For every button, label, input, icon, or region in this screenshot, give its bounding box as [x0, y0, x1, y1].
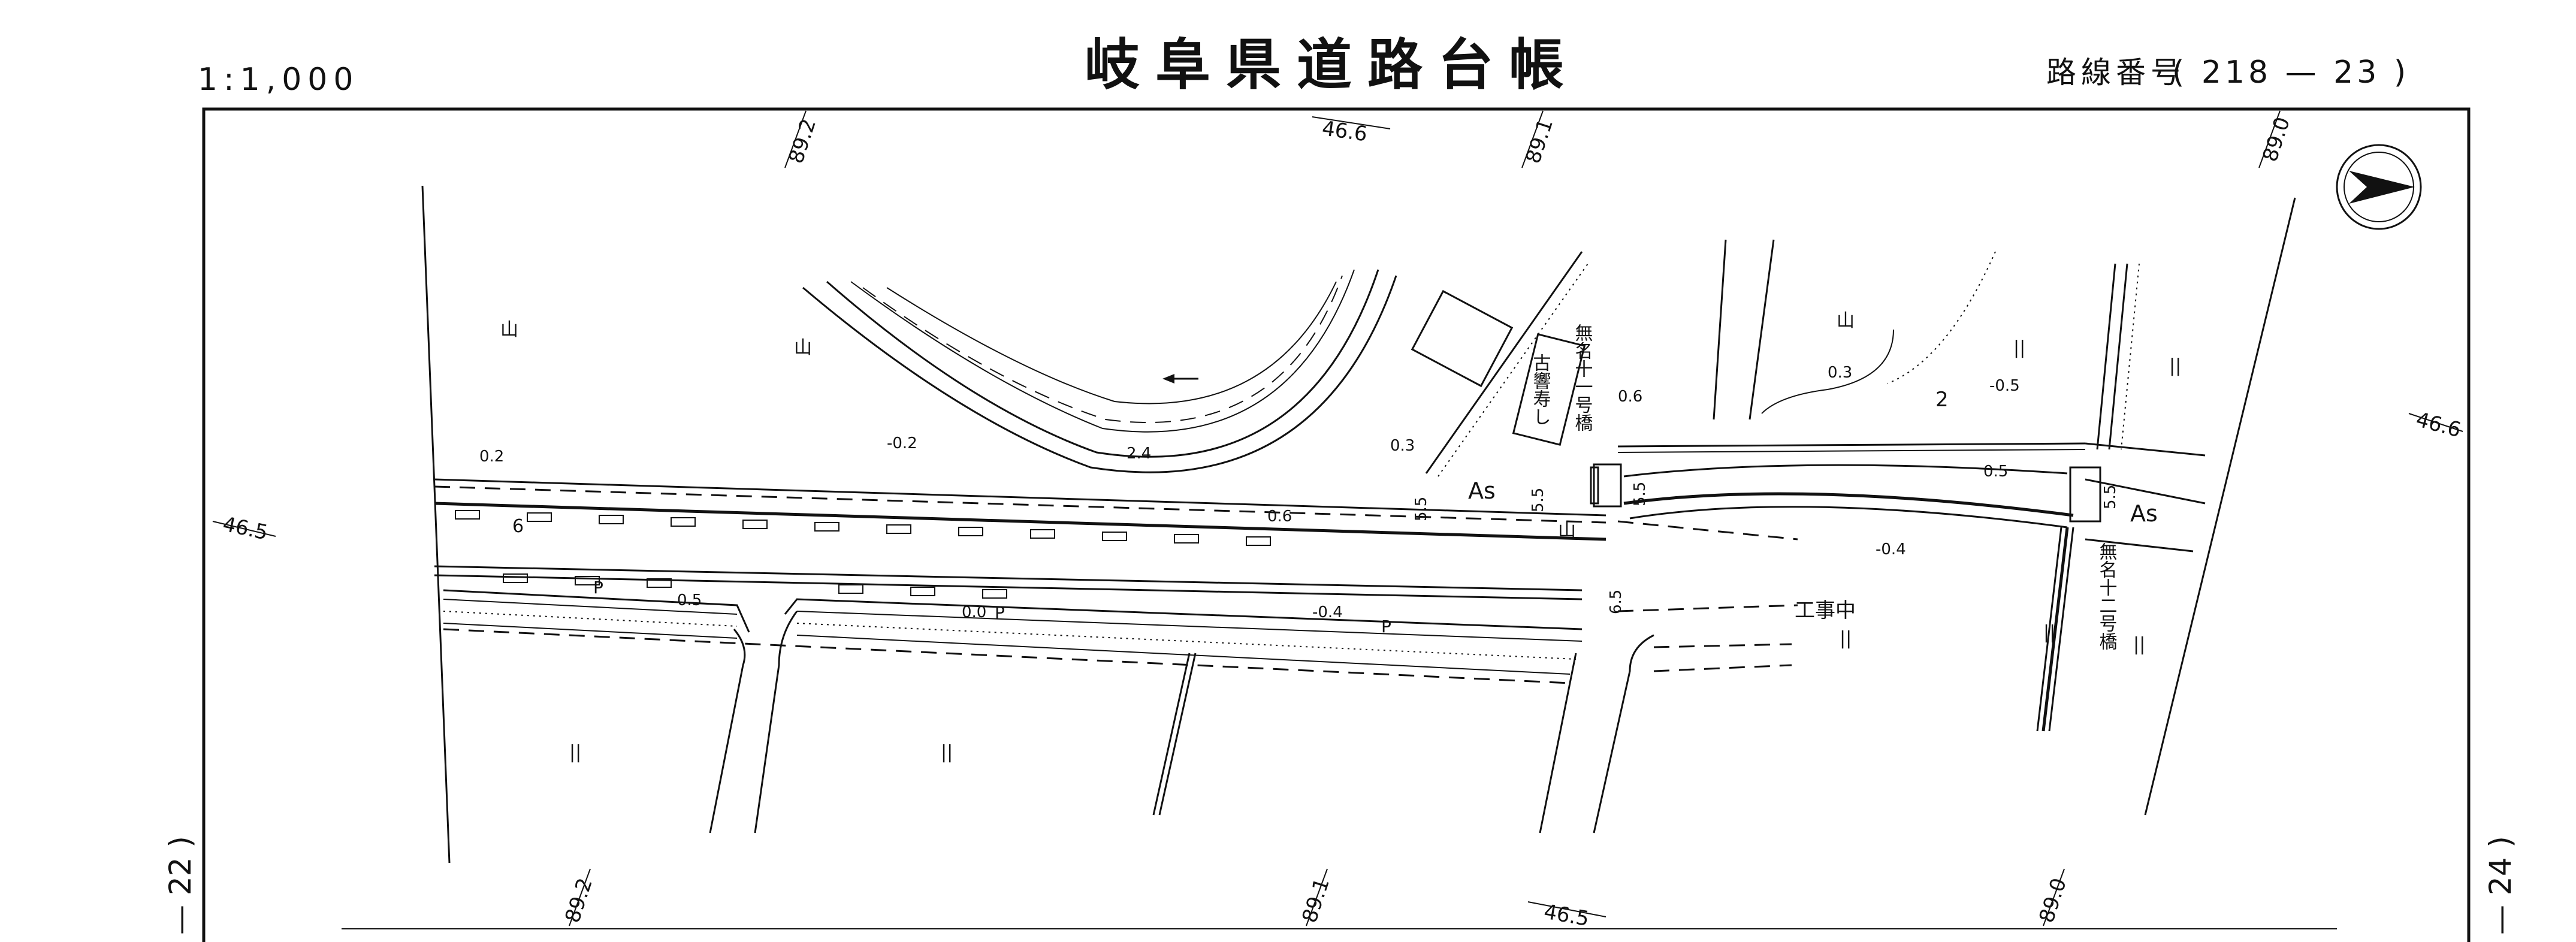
- pavement-label-right: As: [2130, 500, 2158, 527]
- buildings: [1411, 251, 1589, 477]
- elevation-label: 46.6: [1321, 116, 1369, 146]
- landuse-forest-symbol: 山: [794, 337, 812, 358]
- spot-heights: 0.2 -0.2 0.3 0.6 0.3 -0.5 0.6 0.5 -0.4 0…: [479, 364, 2020, 621]
- embankment-south: [443, 589, 1583, 675]
- bridge-11-and-road-east: [1590, 239, 2206, 552]
- dimension: 5.5: [1631, 482, 1649, 506]
- bridge-12-stream: [2036, 263, 2140, 732]
- elevation-label: 89.2: [561, 875, 597, 925]
- elevation-label: 46.6: [2414, 407, 2463, 442]
- dimension: 5.5: [1412, 497, 1430, 521]
- landuse-field-symbol: ||: [2169, 355, 2181, 376]
- landuse-forest-symbol: 山: [1558, 520, 1576, 541]
- side-roads-south: [709, 611, 1654, 834]
- elevation-label: 89.1: [1521, 116, 1558, 166]
- spot-height: -0.2: [887, 434, 917, 452]
- dimension: 6.5: [1607, 590, 1625, 614]
- elevation-labels-bottom: 89.2 89.1 46.5 89.0: [561, 875, 2071, 931]
- dimension: 2: [1935, 388, 1949, 412]
- dimension: 5.5: [1529, 488, 1547, 512]
- roadside-walls: [455, 510, 1271, 599]
- landuse-field-symbol: ||: [941, 742, 953, 763]
- spot-height: -0.5: [1989, 377, 2020, 395]
- adjacent-sheet-left: — 22 ): [163, 836, 198, 935]
- north-arrow-icon: [2336, 144, 2422, 230]
- map-frame: [202, 107, 2471, 942]
- elevation-labels-top: 89.2 46.6 89.1 89.0: [784, 114, 2295, 166]
- route-label: 路線番号: [2046, 55, 2185, 90]
- elevation-label: 46.5: [221, 512, 270, 545]
- spot-height: 0.2: [479, 448, 504, 466]
- elevation-label: 46.5: [1542, 899, 1590, 931]
- pole-label: P: [995, 603, 1005, 623]
- adjacent-sheet-right: — 24 ): [2483, 836, 2518, 935]
- elevation-label: 89.2: [784, 116, 821, 166]
- flow-arrow-icon: [1162, 374, 1198, 384]
- landuse-field-symbol: ||: [2013, 337, 2025, 358]
- main-road: [434, 478, 1798, 684]
- pavement-label-left: As: [1468, 478, 1496, 504]
- landuse-forest-symbol: 山: [500, 319, 518, 340]
- scale-label: 1:1,000: [198, 62, 359, 98]
- landuse-symbols: 山 山 山 山 || || || || || || ||: [500, 310, 2181, 763]
- bridge-11-label: 無名十一号橋: [1572, 324, 1593, 431]
- spot-height: 0.6: [1267, 508, 1292, 526]
- spot-height: 0.0: [962, 603, 986, 621]
- building-name-label: 古響寿し: [1530, 354, 1551, 425]
- landuse-field-symbol: ||: [1840, 628, 1852, 649]
- pole-label: P: [593, 578, 603, 597]
- elevation-label: 89.0: [2258, 114, 2295, 164]
- elevation-labels-sides: 46.5 46.6: [221, 407, 2463, 545]
- landuse-field-symbol: ||: [569, 742, 581, 763]
- dimension: 5.5: [2101, 485, 2119, 509]
- spot-height: 0.3: [1390, 437, 1415, 455]
- page-title: 岐阜県道路台帳: [1085, 33, 1580, 97]
- landuse-field-symbol: ||: [2133, 634, 2145, 655]
- elevation-label: 89.0: [2035, 875, 2071, 925]
- elevation-label: 89.1: [1298, 875, 1334, 925]
- grid-lines: [212, 110, 2463, 926]
- bridge-12-label: 無名十二号橋: [2096, 542, 2118, 650]
- pole-label: P: [1381, 617, 1391, 636]
- spot-height: 0.5: [677, 591, 702, 609]
- route-number: ( 218 — 23 ): [2172, 55, 2409, 90]
- construction-label: 工事中: [1795, 599, 1856, 623]
- parcel-boundaries: [342, 185, 2337, 929]
- spot-height: -0.4: [1312, 603, 1343, 621]
- dimension: 6: [512, 516, 524, 537]
- curved-road: [802, 269, 1397, 473]
- dimension-numbers: 2.4 6 5.5 5.5 5.5 6.5 2 5.5: [512, 388, 2119, 614]
- landuse-forest-symbol: 山: [1837, 310, 1855, 331]
- dimension: 2.4: [1127, 445, 1151, 463]
- spot-height: 0.6: [1618, 388, 1642, 406]
- spot-height: 0.5: [1983, 463, 2008, 481]
- landuse-field-symbol: ||: [2043, 622, 2055, 643]
- spot-height: -0.4: [1876, 541, 1906, 558]
- spot-height: 0.3: [1828, 364, 1852, 382]
